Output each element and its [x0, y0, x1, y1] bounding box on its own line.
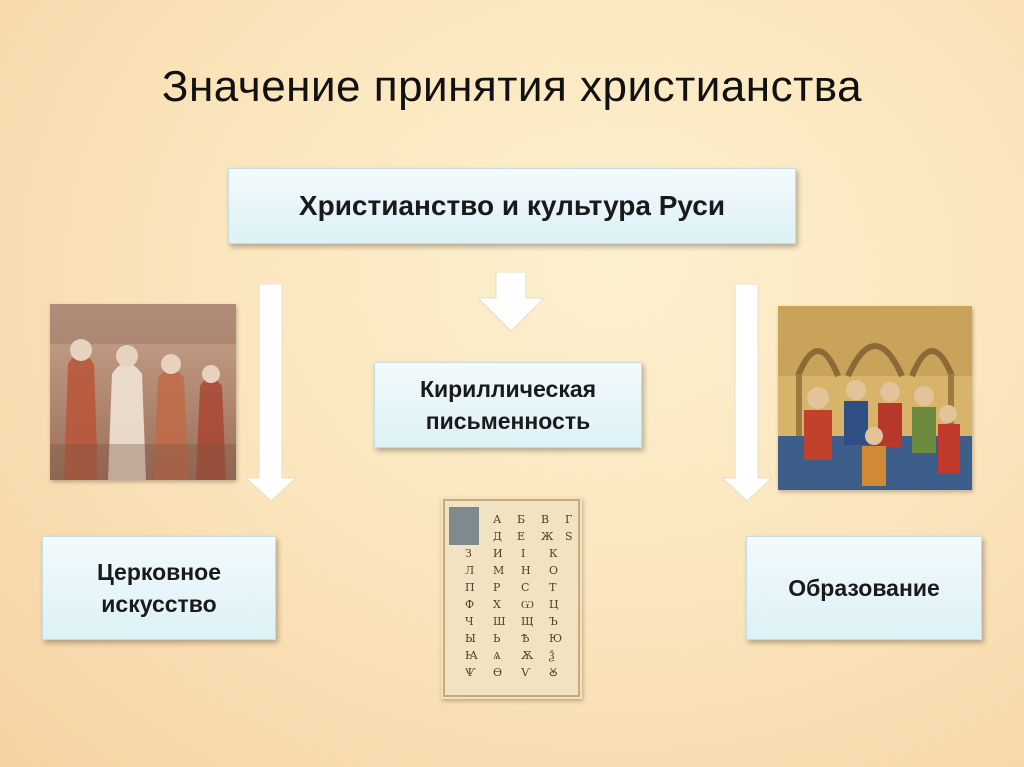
page-title: Значение принятия христианства — [161, 62, 863, 111]
alphabet-letter: Ь — [493, 632, 501, 645]
alphabet-letter: Ꙗ — [465, 649, 478, 662]
alphabet-letter: Ж — [541, 530, 554, 543]
alphabet-letter: Ѡ — [521, 598, 534, 611]
alphabet-letter: Ѵ — [521, 666, 531, 679]
alphabet-letter: Г — [565, 513, 572, 526]
cyrillic-writing-box: Кириллическая письменность — [374, 362, 642, 448]
cyrillic-writing-line2: письменность — [425, 408, 591, 434]
church-art-box: Церковное искусство — [42, 536, 276, 640]
alphabet-letter: Щ — [521, 615, 534, 628]
education-miniature-image — [778, 306, 972, 490]
cyrillic-writing-line1: Кириллическая — [419, 376, 597, 402]
main-concept-box: Христианство и культура Руси — [228, 168, 796, 244]
alphabet-letter: Ꙋ — [549, 666, 558, 679]
alphabet-letter: Ш — [493, 615, 506, 628]
education-box: Образование — [746, 536, 982, 640]
alphabet-letter: Ѱ — [465, 666, 476, 679]
alphabet-letter: П — [465, 581, 475, 594]
alphabet-letter: А — [493, 513, 502, 526]
alphabet-letter: Ъ — [549, 615, 558, 628]
alphabet-letter: Р — [493, 581, 501, 594]
alphabet-letter: О — [549, 564, 558, 577]
fresco-image — [50, 304, 236, 480]
main-concept-label: Христианство и культура Руси — [298, 190, 726, 221]
alphabet-letter: Ѯ — [549, 649, 555, 662]
alphabet-letter: В — [541, 513, 549, 526]
alphabet-letter: Ѳ — [493, 666, 502, 679]
alphabet-letter: Ѕ — [565, 530, 573, 543]
arrow-down-left — [246, 284, 296, 502]
alphabet-letter: Х — [493, 598, 501, 611]
arrow-down-right — [722, 284, 772, 502]
alphabet-letter: Б — [517, 513, 525, 526]
alphabet-letter: С — [521, 581, 529, 594]
alphabet-letter: Ѣ — [521, 632, 529, 645]
alphabet-letter: Ѧ — [493, 649, 501, 662]
education-label: Образование — [788, 574, 940, 601]
alphabet-letter: Д — [493, 530, 502, 543]
alphabet-letter: Ц — [549, 598, 559, 611]
alphabet-letter: Е — [517, 530, 525, 543]
alphabet-letter: Н — [521, 564, 531, 577]
alphabet-letter: З — [465, 547, 472, 560]
alphabet-letter: Ч — [465, 615, 474, 628]
alphabet-letter: И — [493, 547, 503, 560]
church-art-line1: Церковное — [96, 559, 222, 585]
alphabet-letter: І — [521, 547, 525, 560]
alphabet-letter: Ѫ — [521, 649, 534, 662]
alphabet-letter: Л — [465, 564, 474, 577]
alphabet-letter: Т — [549, 581, 557, 594]
alphabet-letter: Ф — [465, 598, 474, 611]
alphabet-letter: Ю — [549, 632, 562, 645]
alphabet-letter: Ы — [465, 632, 476, 645]
arrow-down-center — [478, 272, 544, 332]
alphabet-letter: К — [549, 547, 558, 560]
alphabet-letter: М — [493, 564, 504, 577]
alphabet-illustration — [449, 507, 479, 545]
church-art-line2: искусство — [101, 591, 217, 617]
